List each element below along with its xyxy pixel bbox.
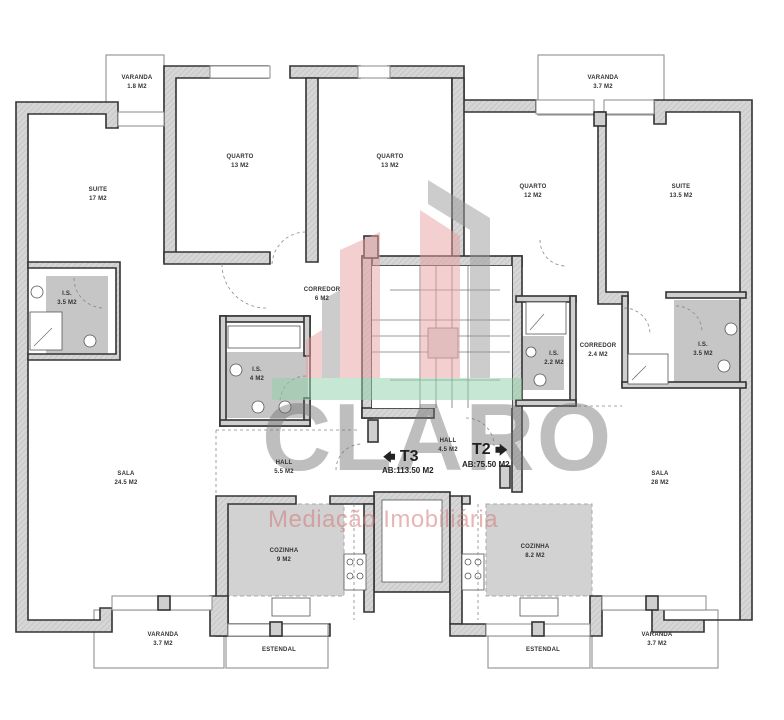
unit-t3-label: T3 <box>399 448 419 465</box>
watermark-brand: CLARO <box>262 384 614 491</box>
fixtures <box>29 285 738 620</box>
room-label-is-right-2: I.S.3.5 M2 <box>693 342 713 357</box>
room-label-is-right-1: I.S.2.2 M2 <box>544 351 564 366</box>
room-label-is-left-2: I.S.4 M2 <box>249 367 265 382</box>
room-label-estendal-left: ESTENDAL <box>262 647 296 653</box>
unit-t2-label: T2 <box>472 441 491 458</box>
room-label-estendal-right: ESTENDAL <box>526 647 560 653</box>
unit-t2-marker: T2 🡆 <box>472 441 508 462</box>
arrow-right-icon: 🡆 <box>495 443 508 457</box>
room-label-is-left-1: I.S.3.5 M2 <box>57 291 77 306</box>
arrow-left-icon: 🡄 <box>383 450 396 464</box>
watermark-tagline: Mediação Imobiliária <box>268 506 499 533</box>
unit-t3-marker: 🡄 T3 <box>383 448 419 469</box>
wet-areas <box>46 276 740 597</box>
watermark-logo <box>272 180 522 400</box>
unit-t3-area: AB:113.50 M2 <box>382 466 434 475</box>
unit-t2-area: AB:75.50 M2 <box>462 460 510 469</box>
